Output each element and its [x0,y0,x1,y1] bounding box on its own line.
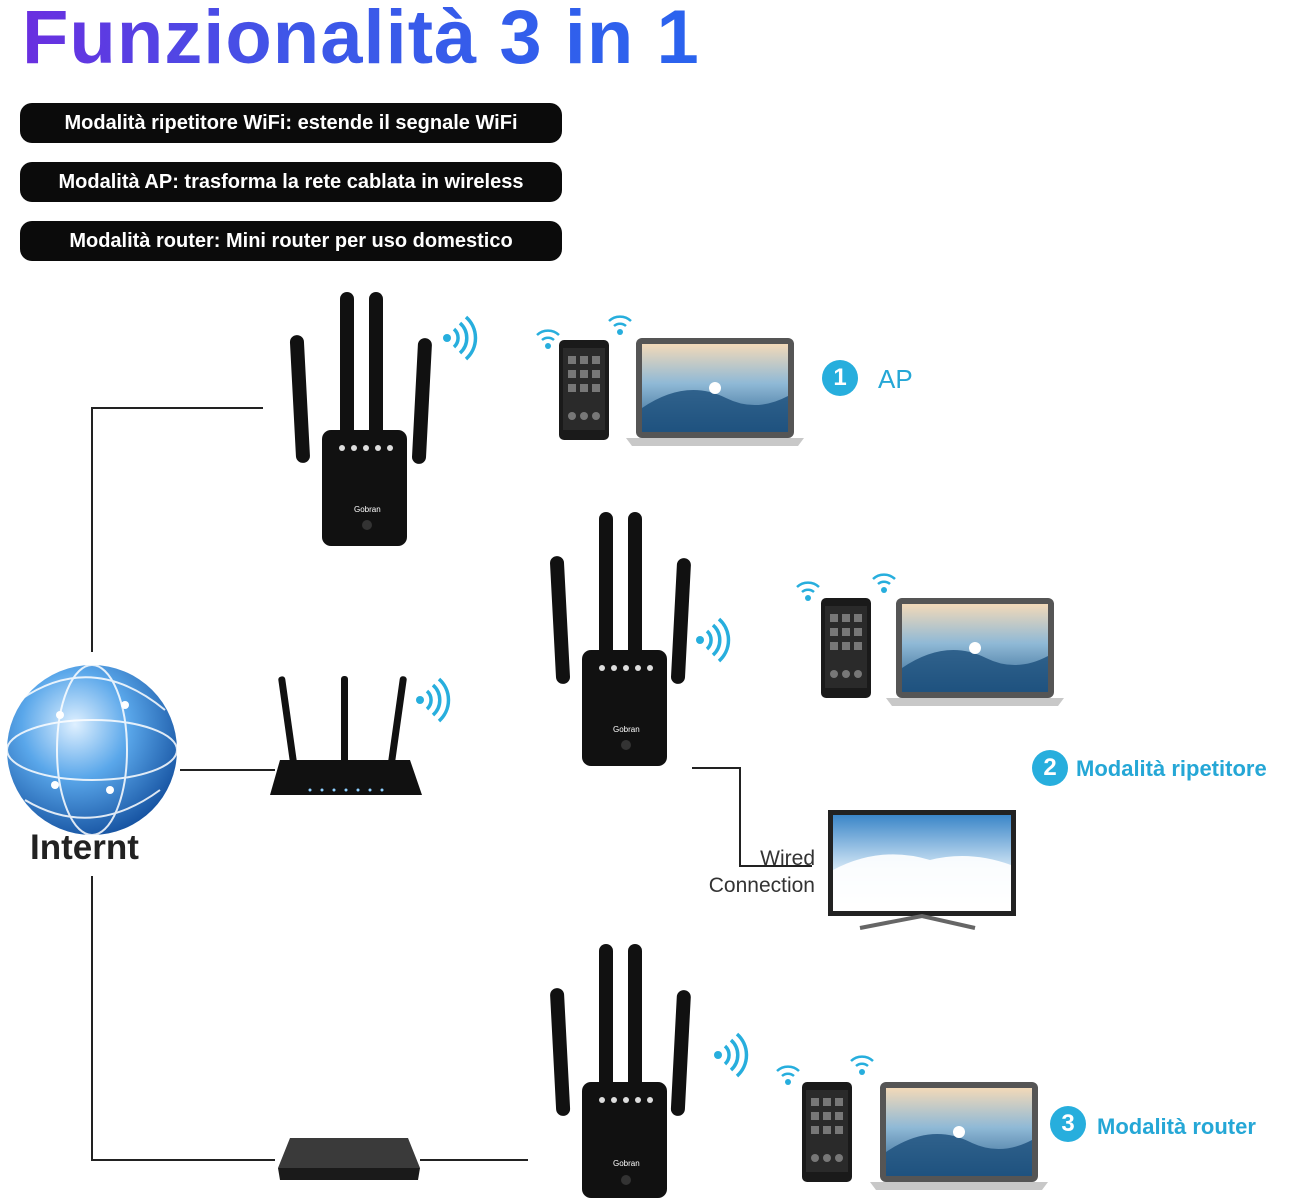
page-title: Funzionalità 3 in 1 [22,0,700,81]
modem-icon [278,1138,420,1180]
smartphone-icon [821,598,871,698]
wifi-small-icon [607,315,633,337]
wifi-router [270,676,422,795]
laptop-icon [870,1082,1048,1190]
laptop-icon [886,598,1064,706]
internet-label: Internt [30,828,139,867]
wired-label-line1: Wired [760,847,815,870]
extender-router-brand: Gobran [613,1159,640,1168]
internet-globe-icon [6,664,178,836]
smartphone-icon [802,1082,852,1182]
mode-badge-2: 2 [1032,750,1068,786]
wifi-small-icon [849,1055,875,1077]
wifi-signal-icon [694,617,731,663]
tv-icon [828,810,1016,930]
wifi-small-icon [871,573,897,595]
wifi-signal-icon [414,677,451,723]
mode-label-ap: AP [878,364,913,394]
wifi-small-icon [775,1065,801,1087]
feature-pill-ap: Modalità AP: trasforma la rete cablata i… [20,162,562,202]
extender-ap-brand: Gobran [354,505,381,514]
mode-badge-1: 1 [822,360,858,396]
wired-label-line2: Connection [708,874,815,897]
mode-badge-3: 3 [1050,1106,1086,1142]
feature-pill-repeater: Modalità ripetitore WiFi: estende il seg… [20,103,562,143]
wifi-small-icon [795,581,821,603]
mode-label-router: Modalità router [1097,1114,1256,1139]
laptop-icon [626,338,804,446]
wifi-signal-icon [712,1032,749,1078]
mode-label-repeater: Modalità ripetitore [1076,756,1267,781]
extender-ap: Gobran [289,292,432,546]
wired-connection-label: Wired Connection [705,845,815,899]
wifi-small-icon [535,329,561,351]
extender-repeater: Gobran [550,512,691,766]
wifi-signal-icon [441,315,478,361]
extender-repeater-brand: Gobran [613,725,640,734]
feature-pill-router: Modalità router: Mini router per uso dom… [20,221,562,261]
extender-router: Gobran [550,944,691,1198]
smartphone-icon [559,340,609,440]
